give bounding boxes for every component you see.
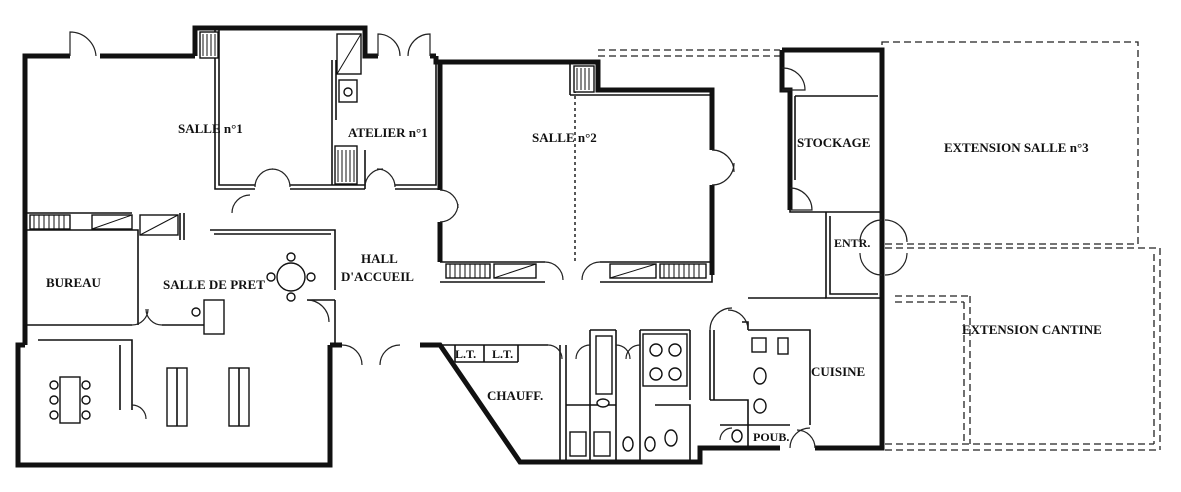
exterior-walls bbox=[15, 25, 885, 468]
room-labels: SALLE n°1 ATELIER n°1 SALLE n°2 STOCKAGE… bbox=[46, 121, 1102, 444]
label-stockage: STOCKAGE bbox=[797, 135, 870, 150]
label-atelier-1: ATELIER n°1 bbox=[348, 125, 428, 140]
label-chauff: CHAUFF. bbox=[487, 388, 543, 403]
label-poub: POUB. bbox=[753, 430, 789, 444]
label-salle-de-pret: SALLE DE PRET bbox=[163, 277, 265, 292]
label-lt-a: L.T. bbox=[455, 347, 476, 361]
label-salle-1: SALLE n°1 bbox=[178, 121, 243, 136]
label-lt-b: L.T. bbox=[492, 347, 513, 361]
interior-walls bbox=[25, 30, 882, 460]
label-hall: HALL bbox=[361, 251, 398, 266]
door-swings bbox=[69, 31, 908, 449]
label-extension-cantine: EXTENSION CANTINE bbox=[962, 322, 1102, 337]
furniture bbox=[49, 252, 789, 457]
cabinets bbox=[29, 31, 707, 279]
label-entree: ENTR. bbox=[834, 236, 870, 250]
label-extension-salle-3: EXTENSION SALLE n°3 bbox=[944, 140, 1089, 155]
label-hall-accueil: D'ACCUEIL bbox=[341, 269, 414, 284]
label-bureau: BUREAU bbox=[46, 275, 102, 290]
label-salle-2: SALLE n°2 bbox=[532, 130, 597, 145]
label-cuisine: CUISINE bbox=[811, 364, 865, 379]
extension-outlines bbox=[598, 41, 1161, 451]
